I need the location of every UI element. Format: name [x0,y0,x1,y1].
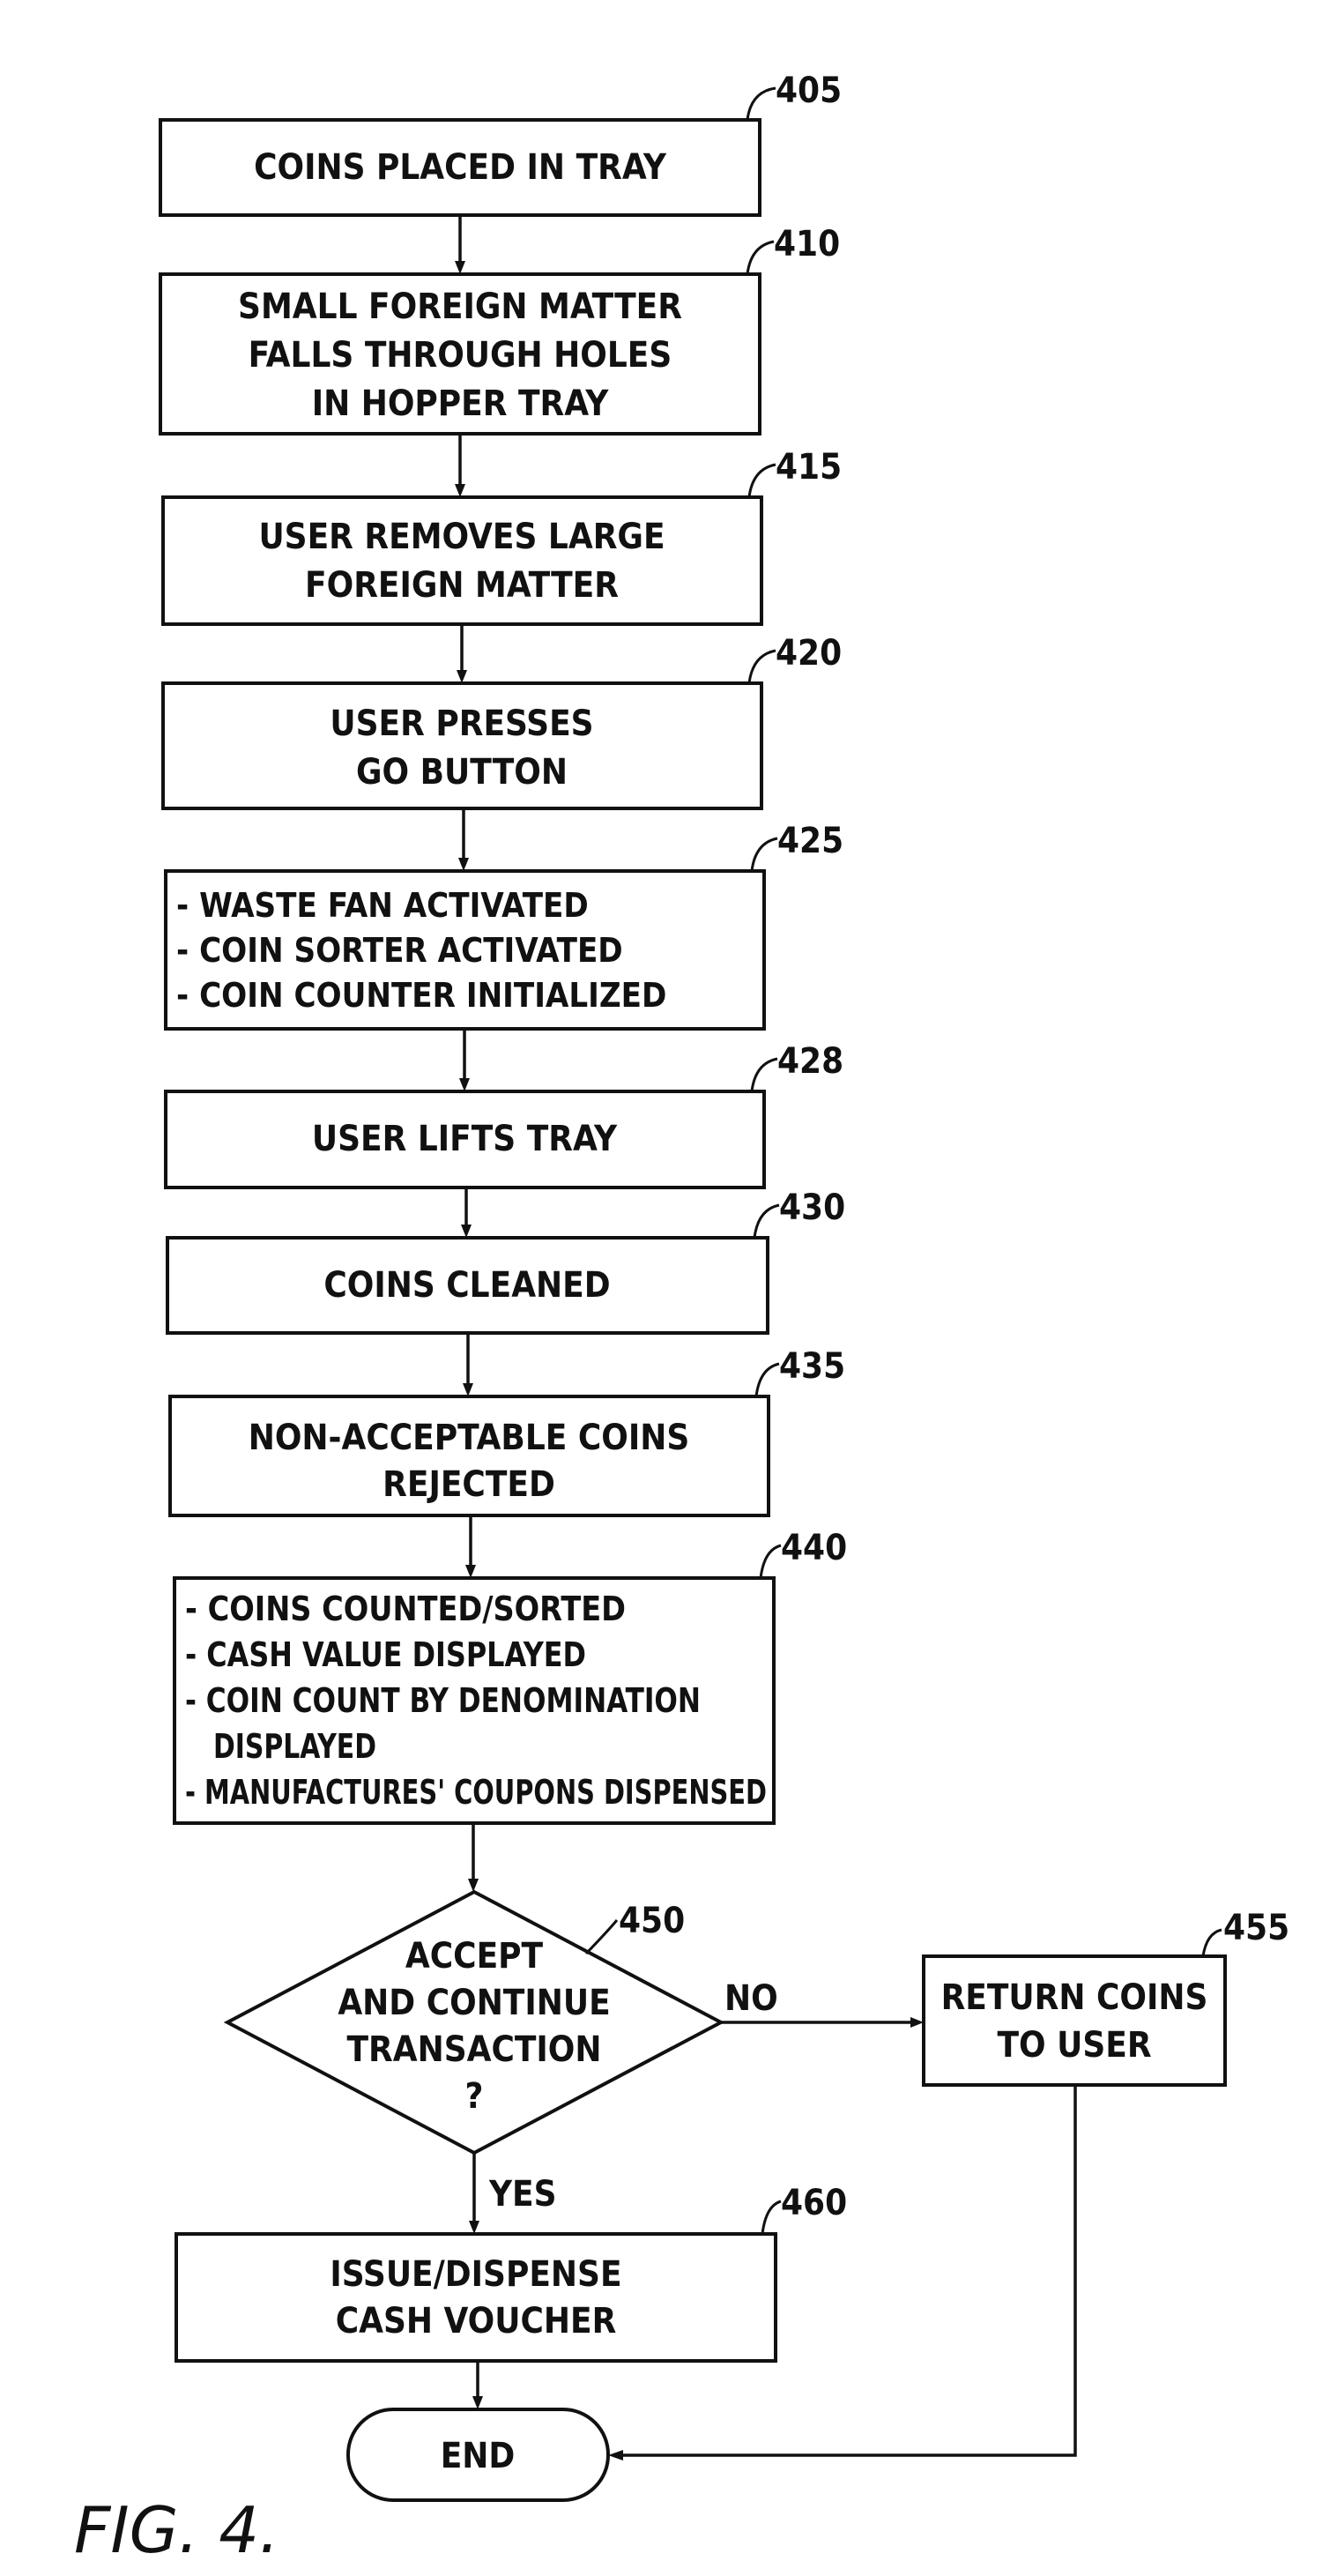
ref-450: 450 [619,1901,685,1941]
connector-435-440 [465,1515,476,1578]
step-415-line-1: USER REMOVES LARGE [258,517,665,557]
step-455-line-1: RETURN COINS [941,1977,1208,2018]
step-410: SMALL FOREIGN MATTER FALLS THROUGH HOLES… [160,224,840,434]
ref-430: 430 [779,1187,845,1228]
connector-450-460: YES [469,2153,557,2234]
step-430: COINS CLEANED 430 [167,1187,845,1333]
step-405-line-1: COINS PLACED IN TRAY [254,147,667,188]
connector-420-425 [458,808,469,871]
ref-415: 415 [776,447,842,488]
connector-455-end [608,2085,1075,2461]
step-440: - COINS COUNTED/SORTED - CASH VALUE DISP… [175,1528,847,1823]
step-440-line-5: - MANUFACTURES' COUPONS DISPENSED [185,1773,767,1812]
step-410-line-1: SMALL FOREIGN MATTER [238,287,682,327]
step-455-line-2: TO USER [997,2025,1151,2066]
step-420: USER PRESSES GO BUTTON 420 [163,633,842,808]
step-425-line-1: - WASTE FAN ACTIVATED [176,886,589,925]
connector-405-410 [455,215,465,274]
ref-455: 455 [1223,1908,1289,1948]
step-440-line-1: - COINS COUNTED/SORTED [185,1590,626,1628]
step-420-line-1: USER PRESSES [330,704,593,744]
ref-460: 460 [781,2183,847,2223]
ref-420: 420 [776,633,842,674]
ref-405: 405 [776,71,842,111]
figure-label: FIG. 4. [74,2493,279,2567]
connector-410-415 [455,434,465,497]
step-428-line-1: USER LIFTS TRAY [312,1119,618,1159]
decision-450-line-2: AND CONTINUE [338,1983,610,2023]
decision-450-line-3: TRANSACTION [346,2029,601,2070]
step-435: NON-ACCEPTABLE COINS REJECTED 435 [170,1346,845,1515]
decision-450-line-4: ? [465,2076,484,2117]
connector-460-end [472,2361,483,2409]
ref-410: 410 [774,224,840,264]
connector-415-420 [457,624,467,683]
step-428: USER LIFTS TRAY 428 [166,1041,843,1187]
step-460-line-1: ISSUE/DISPENSE [330,2254,621,2295]
step-425-line-2: - COIN SORTER ACTIVATED [176,931,623,970]
decision-450-line-1: ACCEPT [405,1936,544,1977]
step-410-line-3: IN HOPPER TRAY [312,383,610,424]
connector-450-455: NO [721,1978,924,2028]
connector-425-428 [459,1029,470,1091]
connector-430-435 [463,1333,473,1396]
edge-label-no: NO [724,1978,778,2019]
edge-label-yes: YES [488,2174,557,2215]
ref-428: 428 [777,1041,843,1082]
step-460-line-2: CASH VOUCHER [336,2301,617,2341]
step-425: - WASTE FAN ACTIVATED - COIN SORTER ACTI… [166,821,843,1029]
step-405: COINS PLACED IN TRAY 405 [160,71,842,215]
step-440-line-4: DISPLAYED [213,1727,376,1766]
step-415: USER REMOVES LARGE FOREIGN MATTER 415 [163,447,842,624]
step-455: RETURN COINS TO USER 455 [924,1908,1289,2085]
end-label: END [441,2436,516,2476]
step-420-line-2: GO BUTTON [356,752,568,793]
ref-425: 425 [777,821,843,861]
step-425-line-3: - COIN COUNTER INITIALIZED [176,976,666,1015]
step-435-line-1: NON-ACCEPTABLE COINS [249,1418,690,1458]
connector-440-450 [468,1823,479,1892]
connector-428-430 [461,1187,472,1238]
ref-440: 440 [781,1528,847,1568]
ref-435: 435 [779,1346,845,1387]
step-410-line-2: FALLS THROUGH HOLES [249,335,672,376]
step-435-line-2: REJECTED [383,1464,555,1505]
end-terminal: END [348,2409,608,2500]
decision-450: ACCEPT AND CONTINUE TRANSACTION ? 450 [227,1892,721,2153]
step-430-line-1: COINS CLEANED [323,1265,610,1306]
step-415-line-2: FOREIGN MATTER [305,565,619,606]
step-440-line-2: - CASH VALUE DISPLAYED [185,1635,586,1674]
step-440-line-3: - COIN COUNT BY DENOMINATION [185,1681,701,1720]
